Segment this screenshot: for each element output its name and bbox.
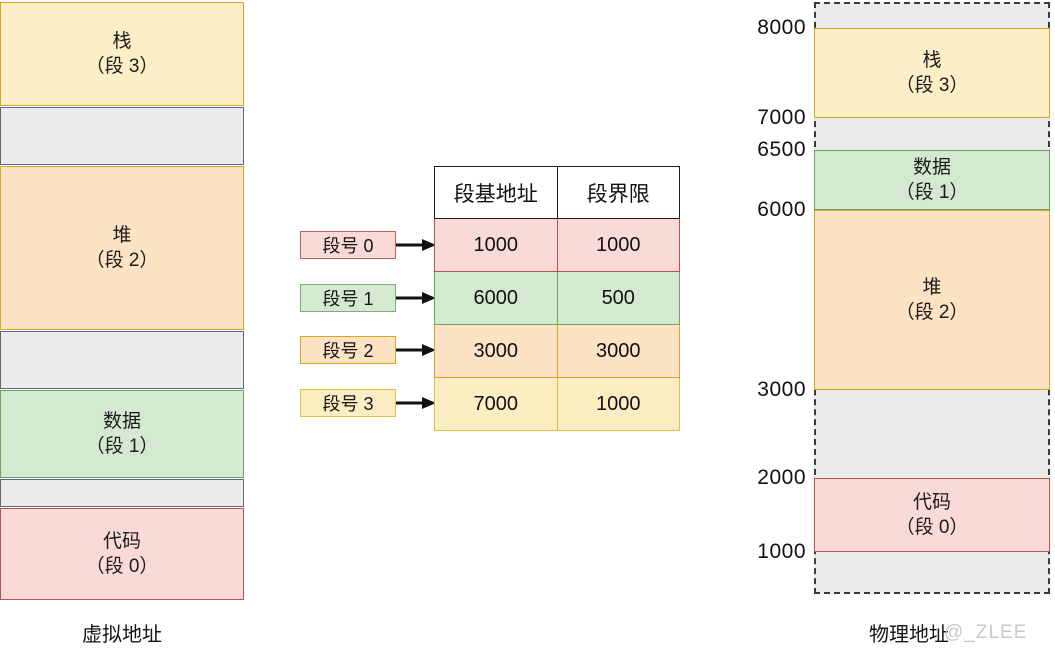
virtual-gap-block (0, 479, 244, 507)
virtual-address-column: 栈 （段 3） 堆 （段 2） 数据 （段 1） 代码 （段 0） (0, 0, 244, 602)
physical-address-column: 栈 （段 3） 数据 （段 1） 堆 （段 2） 代码 （段 0） (814, 2, 1050, 594)
segment-subtitle: （段 0） (85, 556, 159, 577)
physical-segment-code: 代码 （段 0） (814, 478, 1050, 552)
address-tick-6000: 6000 (757, 198, 806, 221)
virtual-gap-block (0, 107, 244, 165)
virtual-segment-stack: 栈 （段 3） (0, 2, 244, 106)
segment-number-label: 段号 0 (322, 236, 374, 256)
column-header-limit: 段界限 (556, 166, 680, 219)
segment-number-chip-3[interactable]: 段号 3 (300, 389, 396, 417)
arrow-icon-3 (396, 396, 436, 410)
segment-number-chip-2[interactable]: 段号 2 (300, 336, 396, 364)
physical-segment-stack: 栈 （段 3） (814, 28, 1050, 118)
arrow-icon-0 (396, 238, 436, 252)
segment-title: 堆 (112, 224, 132, 246)
physical-segment-data: 数据 （段 1） (814, 150, 1050, 210)
virtual-segment-data: 数据 （段 1） (0, 390, 244, 478)
cell-segment-limit: 1000 (556, 377, 680, 431)
column-header-base: 段基地址 (434, 166, 558, 219)
watermark: @_ZLEE (944, 622, 1028, 643)
arrow-icon-2 (396, 343, 436, 357)
physical-address-ticks: 8000 7000 6500 6000 3000 2000 1000 (706, 0, 806, 651)
address-tick-2000: 2000 (757, 466, 806, 489)
cell-base-address: 7000 (434, 377, 558, 431)
address-tick-1000: 1000 (757, 540, 806, 563)
physical-address-caption: 物理地址 (869, 624, 949, 646)
segment-number-chip-0[interactable]: 段号 0 (300, 231, 396, 259)
virtual-address-caption: 虚拟地址 (82, 624, 162, 646)
segment-title: 数据 (912, 156, 951, 178)
segment-title: 代码 (102, 530, 141, 552)
virtual-gap-block (0, 331, 244, 389)
segment-title: 代码 (912, 491, 951, 513)
segment-number-label: 段号 2 (322, 341, 374, 361)
virtual-segment-heap: 堆 （段 2） (0, 166, 244, 330)
cell-base-address: 1000 (434, 218, 558, 272)
segment-subtitle: （段 3） (85, 56, 159, 77)
cell-segment-limit: 3000 (556, 324, 680, 378)
address-tick-6500: 6500 (757, 138, 806, 161)
cell-base-address: 6000 (434, 271, 558, 325)
segment-title: 栈 (112, 30, 132, 52)
cell-segment-limit: 500 (556, 271, 680, 325)
segment-number-label: 段号 1 (322, 289, 374, 309)
segment-subtitle: （段 2） (895, 302, 969, 323)
segment-number-label: 段号 3 (322, 394, 374, 414)
segment-subtitle: （段 2） (85, 250, 159, 271)
virtual-segment-code: 代码 （段 0） (0, 508, 244, 600)
arrow-icon-1 (396, 291, 436, 305)
segment-subtitle: （段 0） (895, 517, 969, 538)
cell-segment-limit: 1000 (556, 218, 680, 272)
segment-title: 堆 (922, 276, 942, 298)
segment-number-chip-1[interactable]: 段号 1 (300, 284, 396, 312)
segment-title: 数据 (102, 410, 141, 432)
segment-title: 栈 (922, 49, 942, 71)
address-tick-8000: 8000 (757, 16, 806, 39)
address-tick-7000: 7000 (757, 106, 806, 129)
cell-base-address: 3000 (434, 324, 558, 378)
address-tick-3000: 3000 (757, 378, 806, 401)
physical-segment-heap: 堆 （段 2） (814, 210, 1050, 390)
segment-subtitle: （段 1） (85, 436, 159, 457)
segment-subtitle: （段 1） (895, 182, 969, 203)
segment-subtitle: （段 3） (895, 75, 969, 96)
table-header-row: 段基地址 段界限 (434, 166, 680, 219)
